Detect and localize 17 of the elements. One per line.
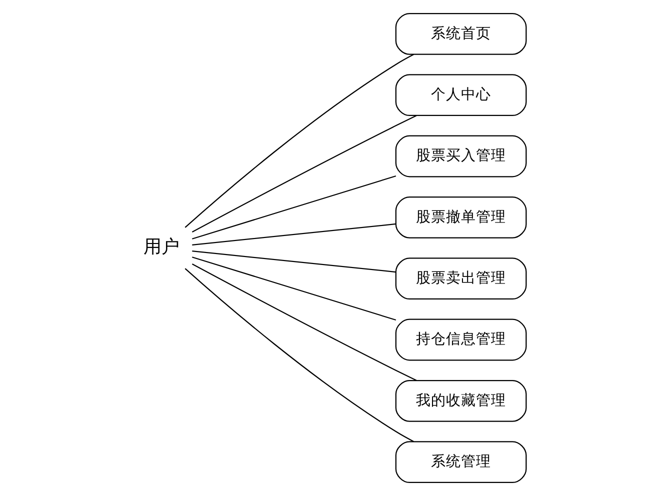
node-box: 我的收藏管理 bbox=[394, 379, 526, 422]
connector bbox=[184, 53, 414, 228]
node-box: 股票买入管理 bbox=[394, 134, 526, 177]
node-text: 用户 bbox=[142, 236, 179, 257]
connector bbox=[184, 268, 414, 442]
node-box: 股票卖出管理 bbox=[394, 257, 526, 300]
connector bbox=[192, 222, 396, 246]
connector bbox=[191, 174, 396, 239]
node-box: 个人中心 bbox=[394, 74, 526, 116]
node-box: 系统管理 bbox=[394, 440, 526, 483]
connector bbox=[191, 263, 416, 380]
node-box: 系统首页 bbox=[394, 12, 526, 54]
connector bbox=[191, 114, 416, 232]
node-box: 股票撤单管理 bbox=[394, 196, 526, 238]
node-box: 持仓信息管理 bbox=[394, 318, 526, 360]
connector bbox=[192, 250, 396, 272]
connector bbox=[191, 256, 396, 320]
